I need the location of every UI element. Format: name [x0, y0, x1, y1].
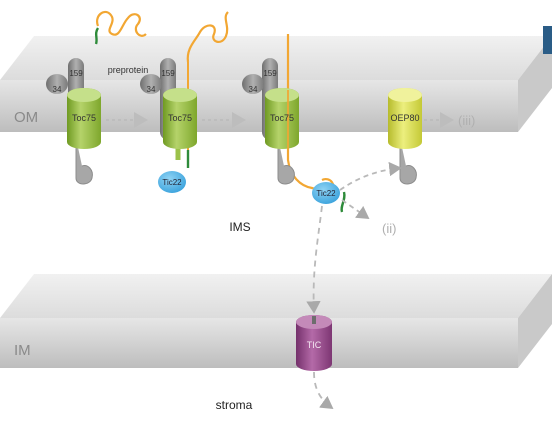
transit-peptide-1: [94, 27, 100, 45]
toc34-label-1: 34: [53, 85, 62, 94]
toc159-label-2: 159: [161, 69, 175, 78]
tic-label: TIC: [307, 340, 322, 350]
toc-complex-2: [140, 11, 229, 193]
toc75-label-3: Toc75: [270, 113, 294, 123]
oep80-tail: [399, 138, 417, 185]
preprotein-chain-2: [186, 11, 229, 63]
toc75-tail-3: [277, 138, 295, 185]
preprotein-label: preprotein: [108, 65, 149, 75]
tic22-label-2: Tic22: [162, 178, 182, 187]
toc34-receptor-1: [46, 74, 68, 94]
pathway-iii-label: (iii): [458, 113, 475, 128]
dashed-path-to-tic: [306, 205, 323, 314]
panel-marker: [543, 26, 552, 54]
toc159-label-3: 159: [263, 69, 277, 78]
toc75-channel-1: [67, 88, 101, 149]
im-label: IM: [14, 342, 31, 359]
dashed-arrow-ii: [341, 199, 370, 220]
toc34-label-2: 34: [147, 85, 156, 94]
pathway-ii-label: (ii): [382, 221, 396, 236]
oep80-label: OEP80: [390, 113, 419, 123]
toc-complex-3: [242, 34, 346, 213]
toc-complex-1: [46, 10, 147, 185]
toc159-label-1: 159: [69, 69, 83, 78]
om-label: OM: [14, 109, 38, 126]
toc34-receptor-3: [242, 74, 264, 94]
toc75-tail-1: [75, 138, 93, 185]
oep80-complex: [388, 88, 422, 185]
toc75-channel-2: [163, 88, 197, 149]
preprotein-chain-1: [96, 10, 147, 37]
ims-label: IMS: [229, 220, 250, 234]
tic-complex: [296, 315, 332, 371]
inner-membrane: [0, 274, 552, 368]
toc75-label-2: Toc75: [168, 113, 192, 123]
toc34-receptor-2: [140, 74, 162, 94]
tic22-2: [158, 171, 186, 193]
toc75-label-1: Toc75: [72, 113, 96, 123]
toc34-label-3: 34: [249, 85, 258, 94]
dashed-path-to-stroma: [313, 371, 334, 410]
oep80-channel: [388, 88, 422, 149]
toc75-channel-3: [265, 88, 299, 149]
tic22-3: [312, 182, 340, 204]
stroma-label: stroma: [216, 398, 253, 412]
dashed-path-to-oep80: [339, 161, 402, 191]
tic22-label-3: Tic22: [316, 189, 336, 198]
transit-peptide-3: [340, 191, 346, 213]
tic-channel: [296, 315, 332, 371]
